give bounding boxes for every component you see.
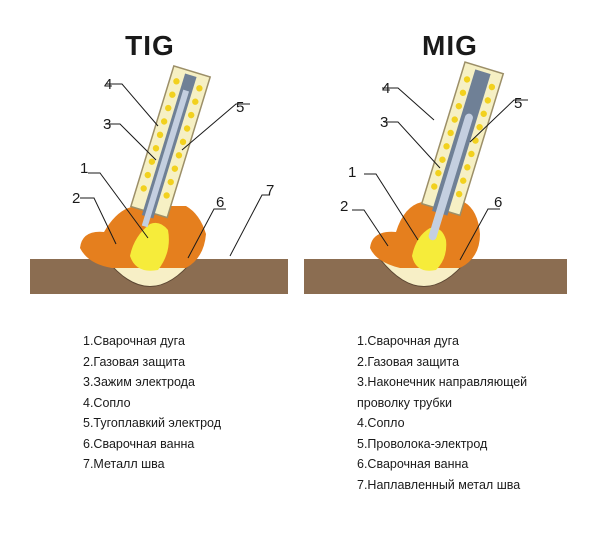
tig-callout-4: 4 — [104, 76, 112, 93]
tig-legend-item: 5.Тугоплавкий электрод — [83, 416, 222, 430]
tig-legend-item: 2.Газовая защита — [83, 354, 186, 369]
mig-legend-item: 7.Наплавленный метал шва — [357, 477, 521, 492]
mig-legend-item: 1.Сварочная дуга — [357, 334, 459, 348]
mig-title: MIG — [422, 30, 478, 61]
mig-diagram: 4 3 5 1 2 6 — [304, 61, 567, 294]
tig-legend-item: 3.Зажим электрода — [83, 375, 195, 389]
mig-wire-electrode — [428, 113, 473, 241]
mig-callout-2: 2 — [340, 198, 348, 215]
tig-gas-dots — [140, 78, 203, 199]
tig-legend-item: 1.Сварочная дуга — [83, 334, 185, 348]
tig-title: TIG — [125, 30, 175, 61]
tig-callout-3: 3 — [103, 116, 111, 133]
tig-legend-item: 6.Сварочная ванна — [83, 436, 195, 451]
tig-callout-2: 2 — [72, 190, 80, 207]
tig-callout-6: 6 — [216, 194, 224, 211]
tig-legend-item: 7.Металл шва — [83, 457, 165, 471]
mig-callout-3: 3 — [380, 114, 388, 131]
mig-legend-item: 3.Наконечник направляющей проволку трубк… — [357, 375, 528, 410]
mig-legend-item: 2.Газовая защита — [357, 354, 460, 369]
mig-callout-1: 1 — [348, 164, 356, 181]
mig-callout-4: 4 — [382, 80, 390, 97]
tig-callout-1: 1 — [80, 160, 88, 177]
tig-legend: 1.Сварочная дуга 2.Газовая защита 3.Зажи… — [83, 331, 221, 475]
mig-gas-dots — [431, 76, 496, 198]
tig-arc — [130, 222, 169, 271]
tig-panel: TIG — [30, 30, 288, 475]
tig-diagram: 4 3 5 1 2 6 7 — [30, 64, 288, 294]
mig-callout-6: 6 — [494, 194, 502, 211]
mig-panel: MIG 4 3 — [300, 0, 600, 545]
mig-legend: 1.Сварочная дуга 2.Газовая защита 3.Нако… — [357, 331, 547, 495]
mig-legend-item: 5.Проволока-электрод — [357, 436, 488, 451]
mig-callout-5: 5 — [514, 95, 522, 112]
tig-callout-7: 7 — [266, 182, 274, 199]
mig-legend-item: 4.Сопло — [357, 416, 405, 430]
mig-legend-item: 6.Сварочная ванна — [357, 457, 469, 471]
tig-tungsten-electrode — [141, 89, 190, 228]
mig-arc — [412, 227, 447, 271]
tig-callout-5: 5 — [236, 99, 244, 116]
tig-legend-item: 4.Сопло — [83, 395, 131, 410]
